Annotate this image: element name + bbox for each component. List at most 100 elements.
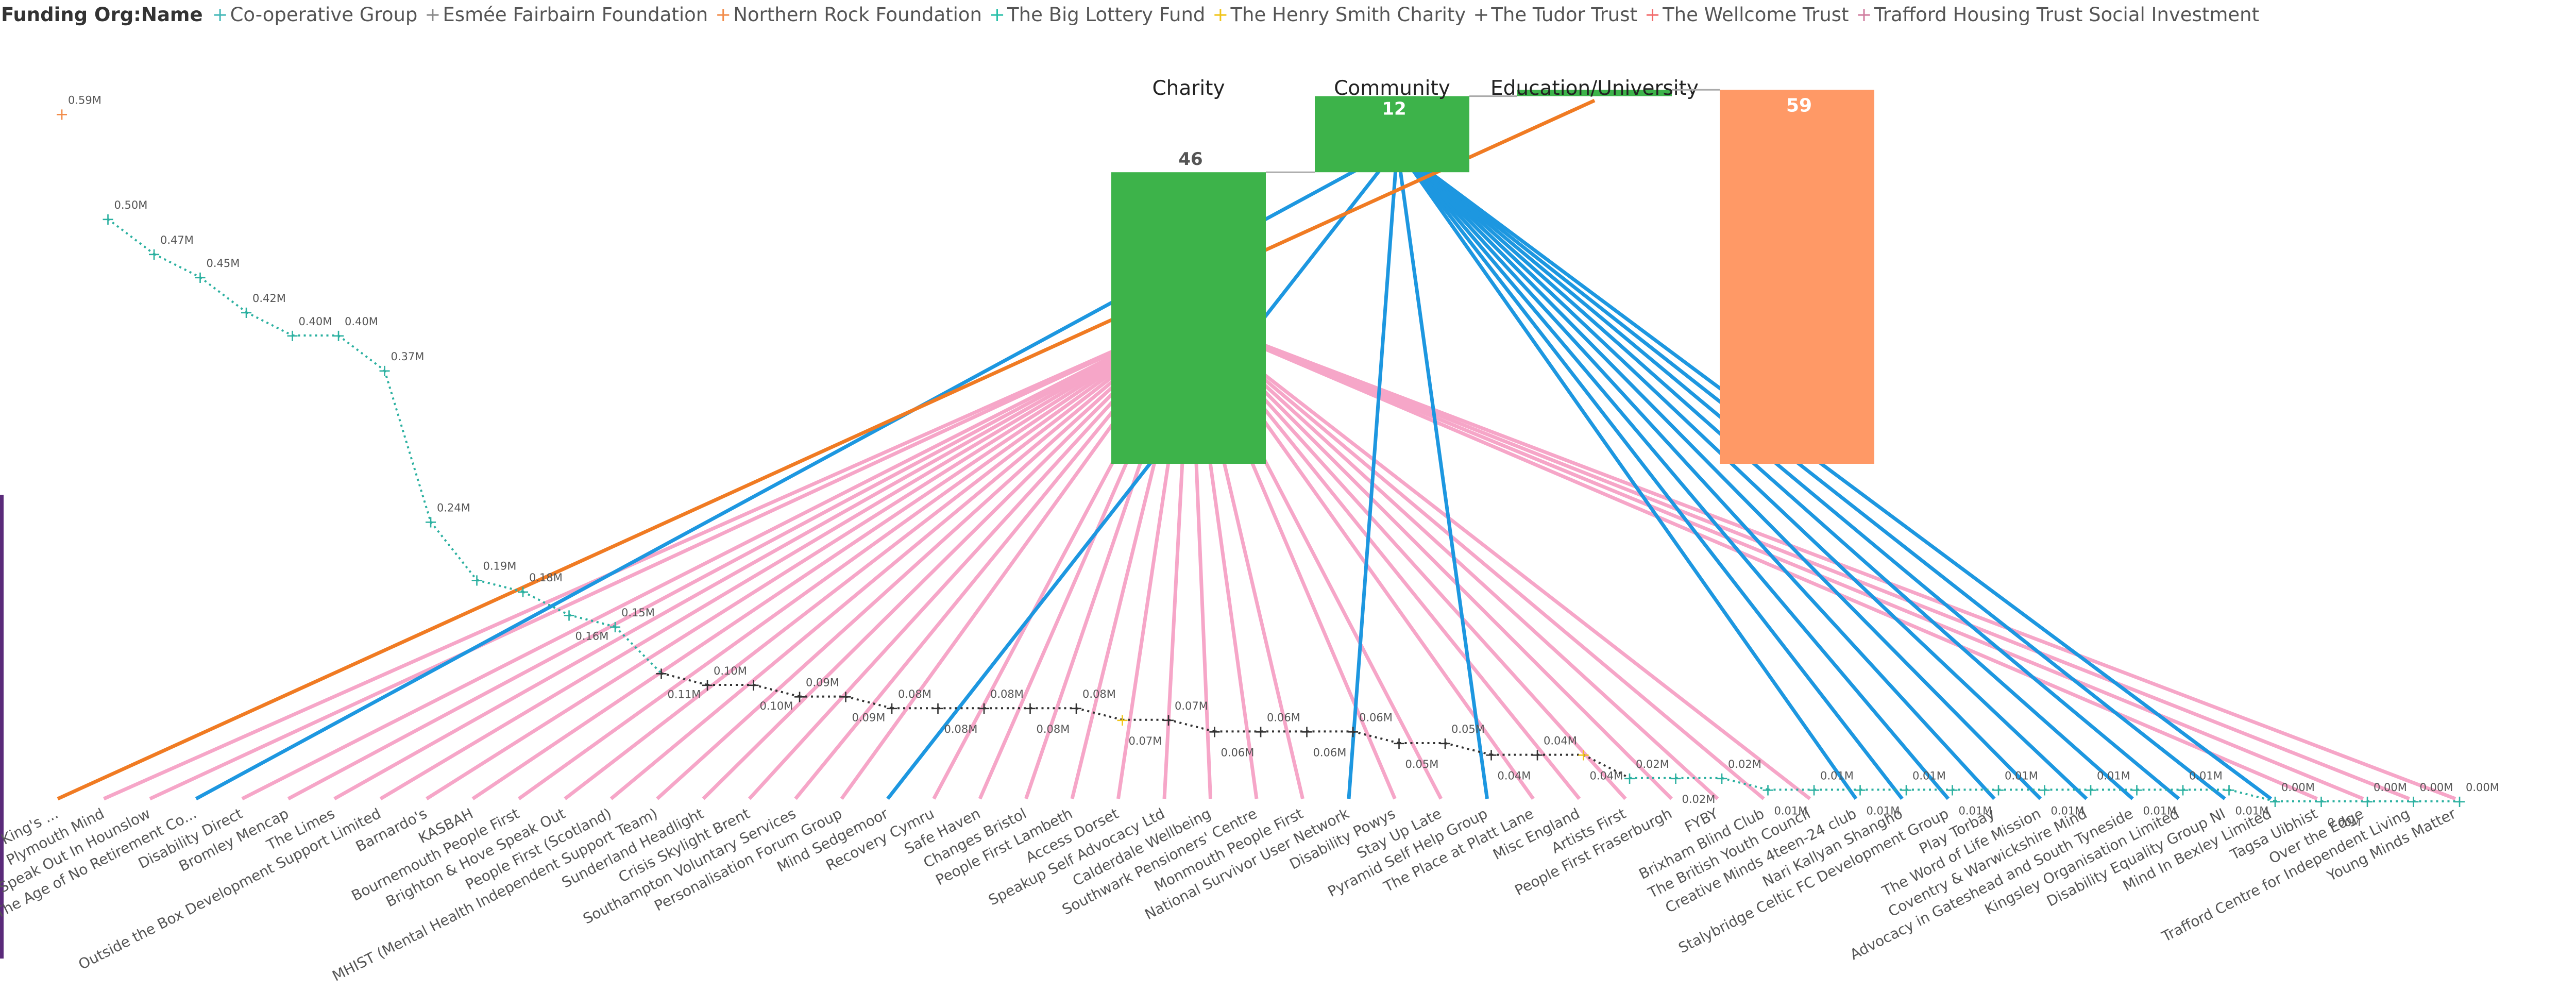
data-label: 0.10M	[714, 665, 747, 677]
community-link	[886, 146, 1399, 800]
series-segment	[1168, 718, 1215, 733]
data-point[interactable]: +	[2314, 792, 2328, 811]
data-point[interactable]: +	[2453, 792, 2467, 811]
data-point[interactable]: +	[747, 675, 760, 695]
data-point[interactable]: +	[1254, 721, 1268, 741]
charity-link	[1189, 315, 2364, 801]
legend-entry[interactable]: +The Tudor Trust	[1473, 4, 1637, 26]
legend-entry[interactable]: +The Henry Smith Charity	[1212, 4, 1466, 26]
data-point[interactable]: +	[1484, 745, 1498, 765]
sankey-links	[57, 98, 2456, 801]
data-label: 0.08M	[990, 688, 1024, 700]
data-point[interactable]: +	[839, 687, 853, 707]
data-point[interactable]: +	[332, 326, 346, 345]
legend-marker: +	[1212, 4, 1228, 26]
data-point[interactable]: +	[1761, 780, 1775, 799]
data-point[interactable]: +	[1070, 698, 1083, 718]
data-point[interactable]: +	[1992, 780, 2006, 799]
legend-entry[interactable]: +The Wellcome Trust	[1645, 4, 1849, 26]
legend-entry[interactable]: +Co-operative Group	[212, 4, 418, 26]
data-label: 0.47M	[160, 234, 194, 246]
data-label: 0.19M	[483, 560, 517, 573]
data-point[interactable]: +	[608, 617, 622, 636]
data-point[interactable]: +	[885, 698, 899, 718]
bar-fill	[1111, 172, 1266, 464]
data-label: 0.01M	[1959, 804, 1992, 817]
data-label: 0.08M	[898, 688, 931, 700]
data-point[interactable]: +	[2268, 792, 2282, 811]
data-point[interactable]: +	[1438, 733, 1452, 753]
data-point[interactable]: +	[1208, 721, 1222, 741]
data-point[interactable]: +	[1945, 780, 1959, 799]
data-point[interactable]: +	[1577, 745, 1590, 765]
data-point[interactable]: +	[1900, 780, 1913, 799]
legend-entry[interactable]: +Esmée Fairbairn Foundation	[425, 4, 708, 26]
data-point[interactable]: +	[1623, 768, 1637, 788]
data-point[interactable]: +	[701, 675, 715, 695]
bar-fill	[1517, 90, 1672, 96]
data-label: 0.16M	[575, 630, 609, 642]
series-segment	[383, 370, 432, 523]
data-point[interactable]: +	[931, 698, 945, 718]
data-label: 0.02M	[1636, 758, 1669, 770]
data-point[interactable]: +	[1115, 710, 1129, 730]
data-point[interactable]: +	[147, 244, 161, 264]
data-point[interactable]: +	[1853, 780, 1867, 799]
data-point[interactable]: +	[470, 570, 484, 590]
data-point[interactable]: +	[285, 326, 299, 345]
data-point[interactable]: +	[562, 605, 576, 625]
data-label: 0.01M	[2143, 804, 2177, 817]
data-point[interactable]: +	[193, 267, 207, 287]
data-point[interactable]: +	[977, 698, 991, 718]
data-point[interactable]: +	[1162, 710, 1176, 730]
data-point[interactable]: +	[2084, 780, 2098, 799]
legend-entry[interactable]: +Northern Rock Foundation	[715, 4, 982, 26]
legend-entry[interactable]: +Trafford Housing Trust Social Investmen…	[1856, 4, 2260, 26]
data-label: 0.01M	[2189, 769, 2223, 782]
data-point[interactable]: +	[378, 361, 392, 380]
legend-marker: +	[989, 4, 1005, 26]
data-label: 0.45M	[207, 257, 240, 270]
data-point[interactable]: +	[1300, 721, 1314, 741]
data-point[interactable]: +	[55, 105, 69, 124]
data-point[interactable]: +	[2361, 792, 2375, 811]
data-label: 0.00M	[2420, 781, 2453, 794]
data-label: 0.18M	[529, 572, 563, 584]
data-point[interactable]: +	[2130, 780, 2144, 799]
data-point[interactable]: +	[793, 687, 807, 707]
data-point[interactable]: +	[1392, 733, 1406, 753]
data-point[interactable]: +	[654, 663, 668, 683]
data-point[interactable]: +	[2222, 780, 2236, 799]
series-segment	[1352, 730, 1399, 744]
charity-link	[1189, 315, 2410, 801]
data-label: 0.09M	[852, 712, 886, 724]
total-bar[interactable]: 59	[1720, 90, 1874, 464]
data-point[interactable]: +	[1715, 768, 1729, 788]
charity-link	[1189, 315, 2456, 801]
data-point[interactable]: +	[2176, 780, 2190, 799]
data-point[interactable]: +	[1023, 698, 1037, 718]
data-point[interactable]: +	[424, 512, 438, 532]
data-label: 0.00M	[2328, 816, 2361, 829]
data-point[interactable]: +	[1669, 768, 1683, 788]
data-point[interactable]: +	[516, 582, 530, 601]
community-link	[1396, 146, 2226, 800]
data-label: 0.08M	[944, 723, 978, 735]
bar-value-label: 12	[1382, 99, 1406, 120]
data-point[interactable]: +	[1807, 780, 1821, 799]
data-label: 0.01M	[1820, 769, 1854, 782]
data-point[interactable]: +	[1346, 721, 1360, 741]
data-point[interactable]: +	[240, 303, 253, 322]
data-point[interactable]: +	[101, 209, 115, 229]
legend-entry[interactable]: +The Big Lottery Fund	[989, 4, 1205, 26]
community-link	[1396, 146, 2088, 800]
data-point[interactable]: +	[2038, 780, 2052, 799]
data-point[interactable]: +	[2406, 792, 2420, 811]
data-point[interactable]: +	[1531, 745, 1545, 765]
category-bar[interactable]: Education/University	[1490, 77, 1699, 100]
legend-marker: +	[1856, 4, 1872, 26]
